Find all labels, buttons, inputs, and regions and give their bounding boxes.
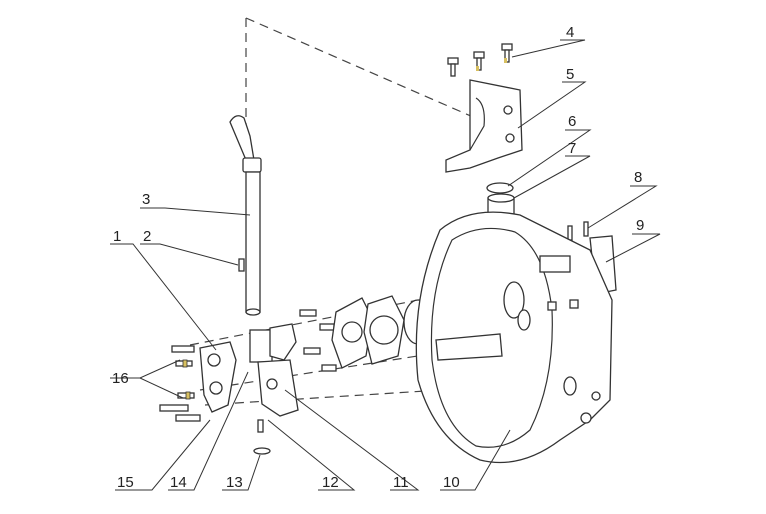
- lower-pin: [253, 419, 271, 455]
- callout-7: 7: [568, 140, 576, 157]
- shift-fork-bracket: [199, 323, 299, 417]
- callout-13: 13: [226, 474, 243, 491]
- callout-1: 1: [113, 228, 121, 245]
- bolts: [159, 309, 337, 422]
- callout-10: 10: [443, 474, 460, 491]
- cover-plate: [331, 295, 433, 369]
- callout-2: 2: [143, 228, 151, 245]
- leader-lines: [110, 39, 661, 491]
- callout-8: 8: [634, 169, 642, 186]
- callout-9: 9: [636, 217, 644, 234]
- callout-11: 11: [393, 474, 409, 491]
- top-bolts: [447, 43, 513, 77]
- callout-5: 5: [566, 66, 574, 83]
- pin: [238, 258, 245, 272]
- callout-6: 6: [568, 113, 576, 130]
- callout-16: 16: [112, 370, 129, 387]
- clutch-housing: [415, 211, 613, 464]
- callout-4: 4: [566, 24, 574, 41]
- shift-shaft: [229, 115, 262, 316]
- callout-labels: 1 2 3 4 5 6 7 8 9 10 11 12 13 14 15 16: [112, 24, 644, 491]
- callout-14: 14: [170, 474, 187, 491]
- callout-3: 3: [142, 191, 150, 208]
- callout-12: 12: [322, 474, 339, 491]
- callout-15: 15: [117, 474, 134, 491]
- mount-bracket: [445, 79, 523, 173]
